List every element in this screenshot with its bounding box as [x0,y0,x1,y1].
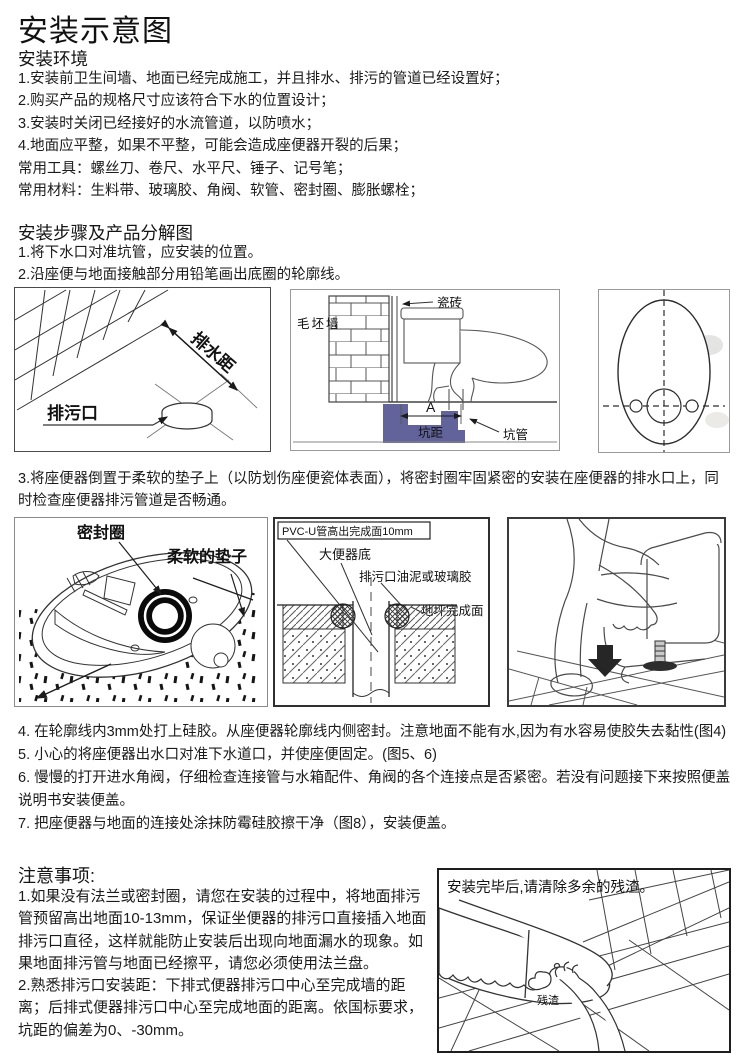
outlet-hole [646,388,682,424]
figure-base-outline [598,289,730,453]
seal-ring-label: 密封圈 [76,523,125,542]
brick-wall [328,295,390,403]
pit-pipe-label: 坑管 [503,427,528,442]
drain-outlet-shape [161,402,213,430]
wiping-hand [528,961,626,1051]
drain-outlet-label: 排污口 [47,403,98,423]
pit-distance-label: 坑距 [418,425,443,440]
notes-block: 1.如果没有法兰或密封圈，请您在安装的过程中，将地面排污管预留高出地面10-13… [18,886,432,1042]
environment-line: 常用材料：生料带、玻璃胶、角阀、软管、密封圈、膨胀螺栓； [18,183,424,200]
figure-installing-toilet [507,517,726,707]
environment-line: 3.安装时关闭已经接好的水流管道，以防喷水； [18,115,321,132]
floor-bolt [643,640,677,671]
notes-heading: 注意事项: [18,866,96,886]
drain-position-diagram: 排水距 排污口 [15,289,258,441]
bolt-hole [685,399,699,413]
down-arrow-icon [588,645,622,677]
outlet-putty-label: 排污口油泥或玻璃胶 [359,569,472,584]
environment-line: 2.购买产品的规格尺寸应该符合下水的位置设计； [18,93,335,110]
pipe-section-diagram: PVC-U管高出完成面10mm 大便器底 排污口油泥或玻璃胶 地坪完成面 [277,521,484,703]
putty-seal [330,603,356,629]
step-7: 7. 把座便器与地面的连接处涂抹防霉硅胶擦干净（图8），安装便盖。 [18,816,456,832]
putty-seal [384,603,410,629]
step-3: 3.将座便器倒置于柔软的垫子上（以防划伤座便瓷体表面），将密封圈牢固紧密的安装在… [18,471,719,510]
toilet-tank [640,531,722,644]
figure-inverted-toilet: 密封圈 柔软的垫子 [14,517,268,707]
inverted-toilet-body [31,552,253,678]
inverted-toilet-diagram: 密封圈 柔软的垫子 [19,523,263,702]
step-6: 6. 慢慢的打开进水角阀，仔细检查连接管与水箱配件、角阀的各个连接点是否紧密。若… [18,770,731,809]
seal-ring [138,589,192,643]
step-2: 2.沿座便与地面接触部分用铅笔画出底圈的轮廓线。 [18,267,350,283]
toilet-profile [400,307,548,410]
step-4: 4. 在轮廓线内3mm处打上硅胶。从座便器轮廓线内侧密封。注意地面不能有水,因为… [18,724,727,740]
installer-figure [550,519,706,697]
cleanup-caption: 安装完毕后,请清除多余的残渣。 [447,878,654,896]
environment-line: 常用工具：螺丝刀、卷尺、水平尺、锤子、记号笔； [18,160,352,177]
residue-label: 残渣 [537,993,559,1007]
note-1: 1.如果没有法兰或密封圈，请您在安装的过程中，将地面排污管预留高出地面10-13… [18,888,427,972]
pvc-pipe-label: PVC-U管高出完成面10mm [282,524,413,538]
installing-toilet-diagram [509,519,724,705]
page-title: 安装示意图 [18,15,173,48]
rough-wall-label: 毛坯墙 [297,317,341,331]
side-view-diagram: 毛坯墙 瓷砖 A 坑距 坑管 [293,295,557,443]
note-2: 2.熟悉排污口安装距：下排式便器排污口中心至完成墙的距离；后排式便器排污口中心至… [18,977,424,1039]
steps-4-7-block: 4. 在轮廓线内3mm处打上硅胶。从座便器轮廓线内侧密封。注意地面不能有水,因为… [18,721,732,836]
sealant-residue [439,973,540,991]
figure-cleanup: 残渣 安装完毕后,请清除多余的残渣。 [437,868,731,1053]
environment-line: 4.地面应平整，如果不平整，可能会造成座便器开裂的后果； [18,138,408,155]
tile-label: 瓷砖 [437,295,462,310]
environment-heading: 安装环境 [18,49,88,69]
soft-mat-label: 柔软的垫子 [166,547,247,566]
figure-side-view: 毛坯墙 瓷砖 A 坑距 坑管 [290,289,560,451]
figure-drain-position: 排水距 排污口 [14,287,271,452]
cleanup-diagram: 残渣 安装完毕后,请清除多余的残渣。 [439,870,729,1051]
steps-heading: 安装步骤及产品分解图 [18,223,193,243]
bolt-hole [629,399,643,413]
figure-pipe-section: PVC-U管高出完成面10mm 大便器底 排污口油泥或玻璃胶 地坪完成面 [273,517,490,707]
environment-list: 1.安装前卫生间墙、地面已经完成施工，并且排水、排污的管道已经设置好； 2.购买… [18,68,732,202]
step-1: 1.将下水口对准坑管，应安装的位置。 [18,245,263,261]
toilet-bottom-label: 大便器底 [319,547,371,562]
dimension-a-label: A [426,399,436,415]
step-5: 5. 小心的将座便器出水口对准下水道口，并使座便固定。(图5、6) [18,747,437,763]
environment-line: 1.安装前卫生间墙、地面已经完成施工，并且排水、排污的管道已经设置好； [18,71,509,87]
base-outline-diagram [603,290,729,452]
